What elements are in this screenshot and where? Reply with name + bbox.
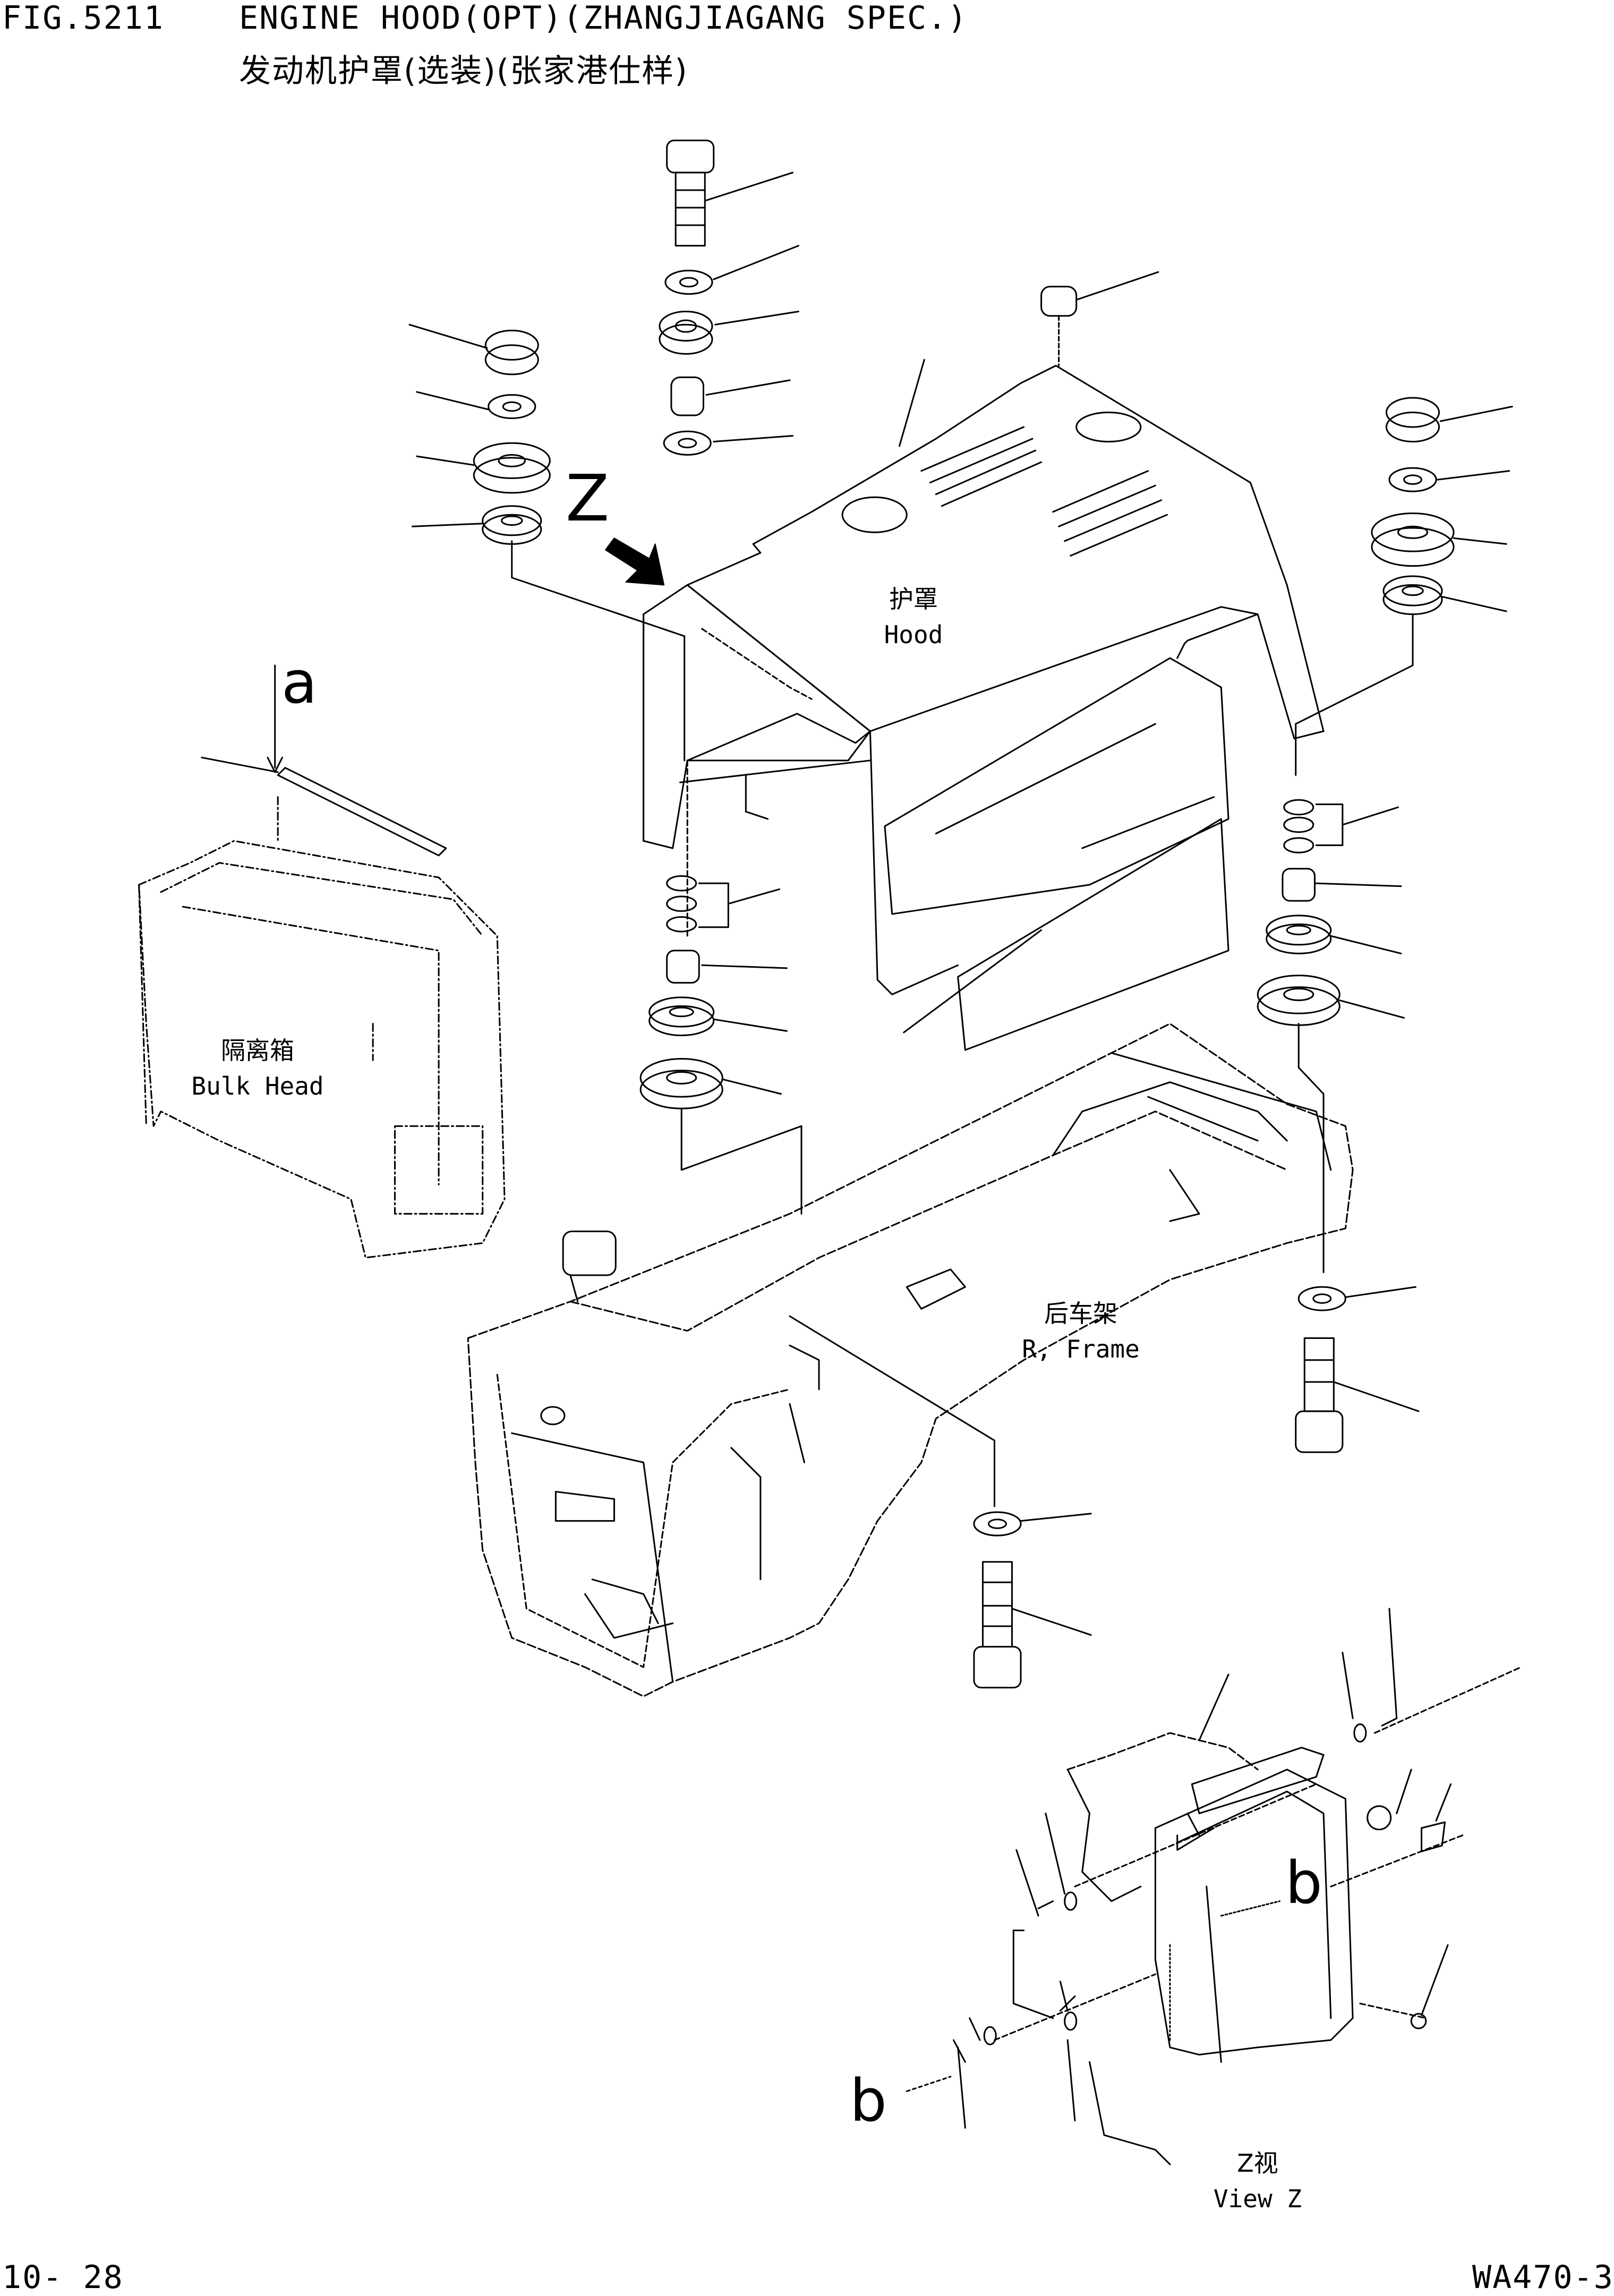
z-marker: Z	[566, 462, 610, 536]
b-marker-right: b	[1285, 1849, 1322, 1917]
figure-title-cn: 发动机护罩(选装)(张家港仕样)	[239, 53, 688, 90]
frame-center-bolt	[790, 1316, 1091, 1687]
hood-shape	[644, 360, 1323, 1050]
rear-frame-label-cn: 后车架	[1044, 1299, 1117, 1328]
figure-title-en: ENGINE HOOD(OPT)(ZHANGJIAGANG SPEC.)	[239, 0, 968, 37]
model-code: WA470-3	[1472, 2259, 1614, 2296]
left-lower-stack	[641, 876, 801, 1214]
view-z-label-cn: Z视	[1237, 2149, 1278, 2178]
hood-cap	[1041, 272, 1158, 365]
hood-label-en: Hood	[884, 620, 943, 649]
frame-right-bolt	[1296, 1287, 1419, 1452]
page-number: 10- 28	[2, 2259, 124, 2296]
bulkhead-bar	[202, 665, 446, 856]
center-mount-stack	[660, 140, 799, 455]
rear-frame-label-en: R, Frame	[1022, 1334, 1140, 1363]
left-mount-stack	[409, 325, 685, 761]
z-arrow	[605, 538, 664, 585]
b-marker-left: b	[850, 2067, 887, 2135]
rear-frame-label: 后车架 R, Frame	[1022, 1296, 1140, 1367]
view-z-detail	[907, 1609, 1521, 2164]
bulkhead-label: 隔离箱 Bulk Head	[191, 1033, 323, 1104]
right-mount-stack	[1296, 398, 1513, 775]
right-lower-stack	[1258, 800, 1404, 1272]
hood-label: 护罩 Hood	[884, 582, 943, 652]
bulkhead-label-en: Bulk Head	[191, 1071, 324, 1100]
bulkhead-shape	[139, 797, 505, 1258]
bulkhead-label-cn: 隔离箱	[221, 1036, 294, 1065]
a-marker: a	[281, 648, 318, 716]
rear-frame-shape	[468, 1023, 1353, 1696]
hood-label-cn: 护罩	[889, 585, 938, 613]
figure-number: FIG.5211	[2, 0, 164, 37]
view-z-label: Z视 View Z	[1214, 2146, 1302, 2216]
view-z-label-en: View Z	[1213, 2184, 1302, 2213]
